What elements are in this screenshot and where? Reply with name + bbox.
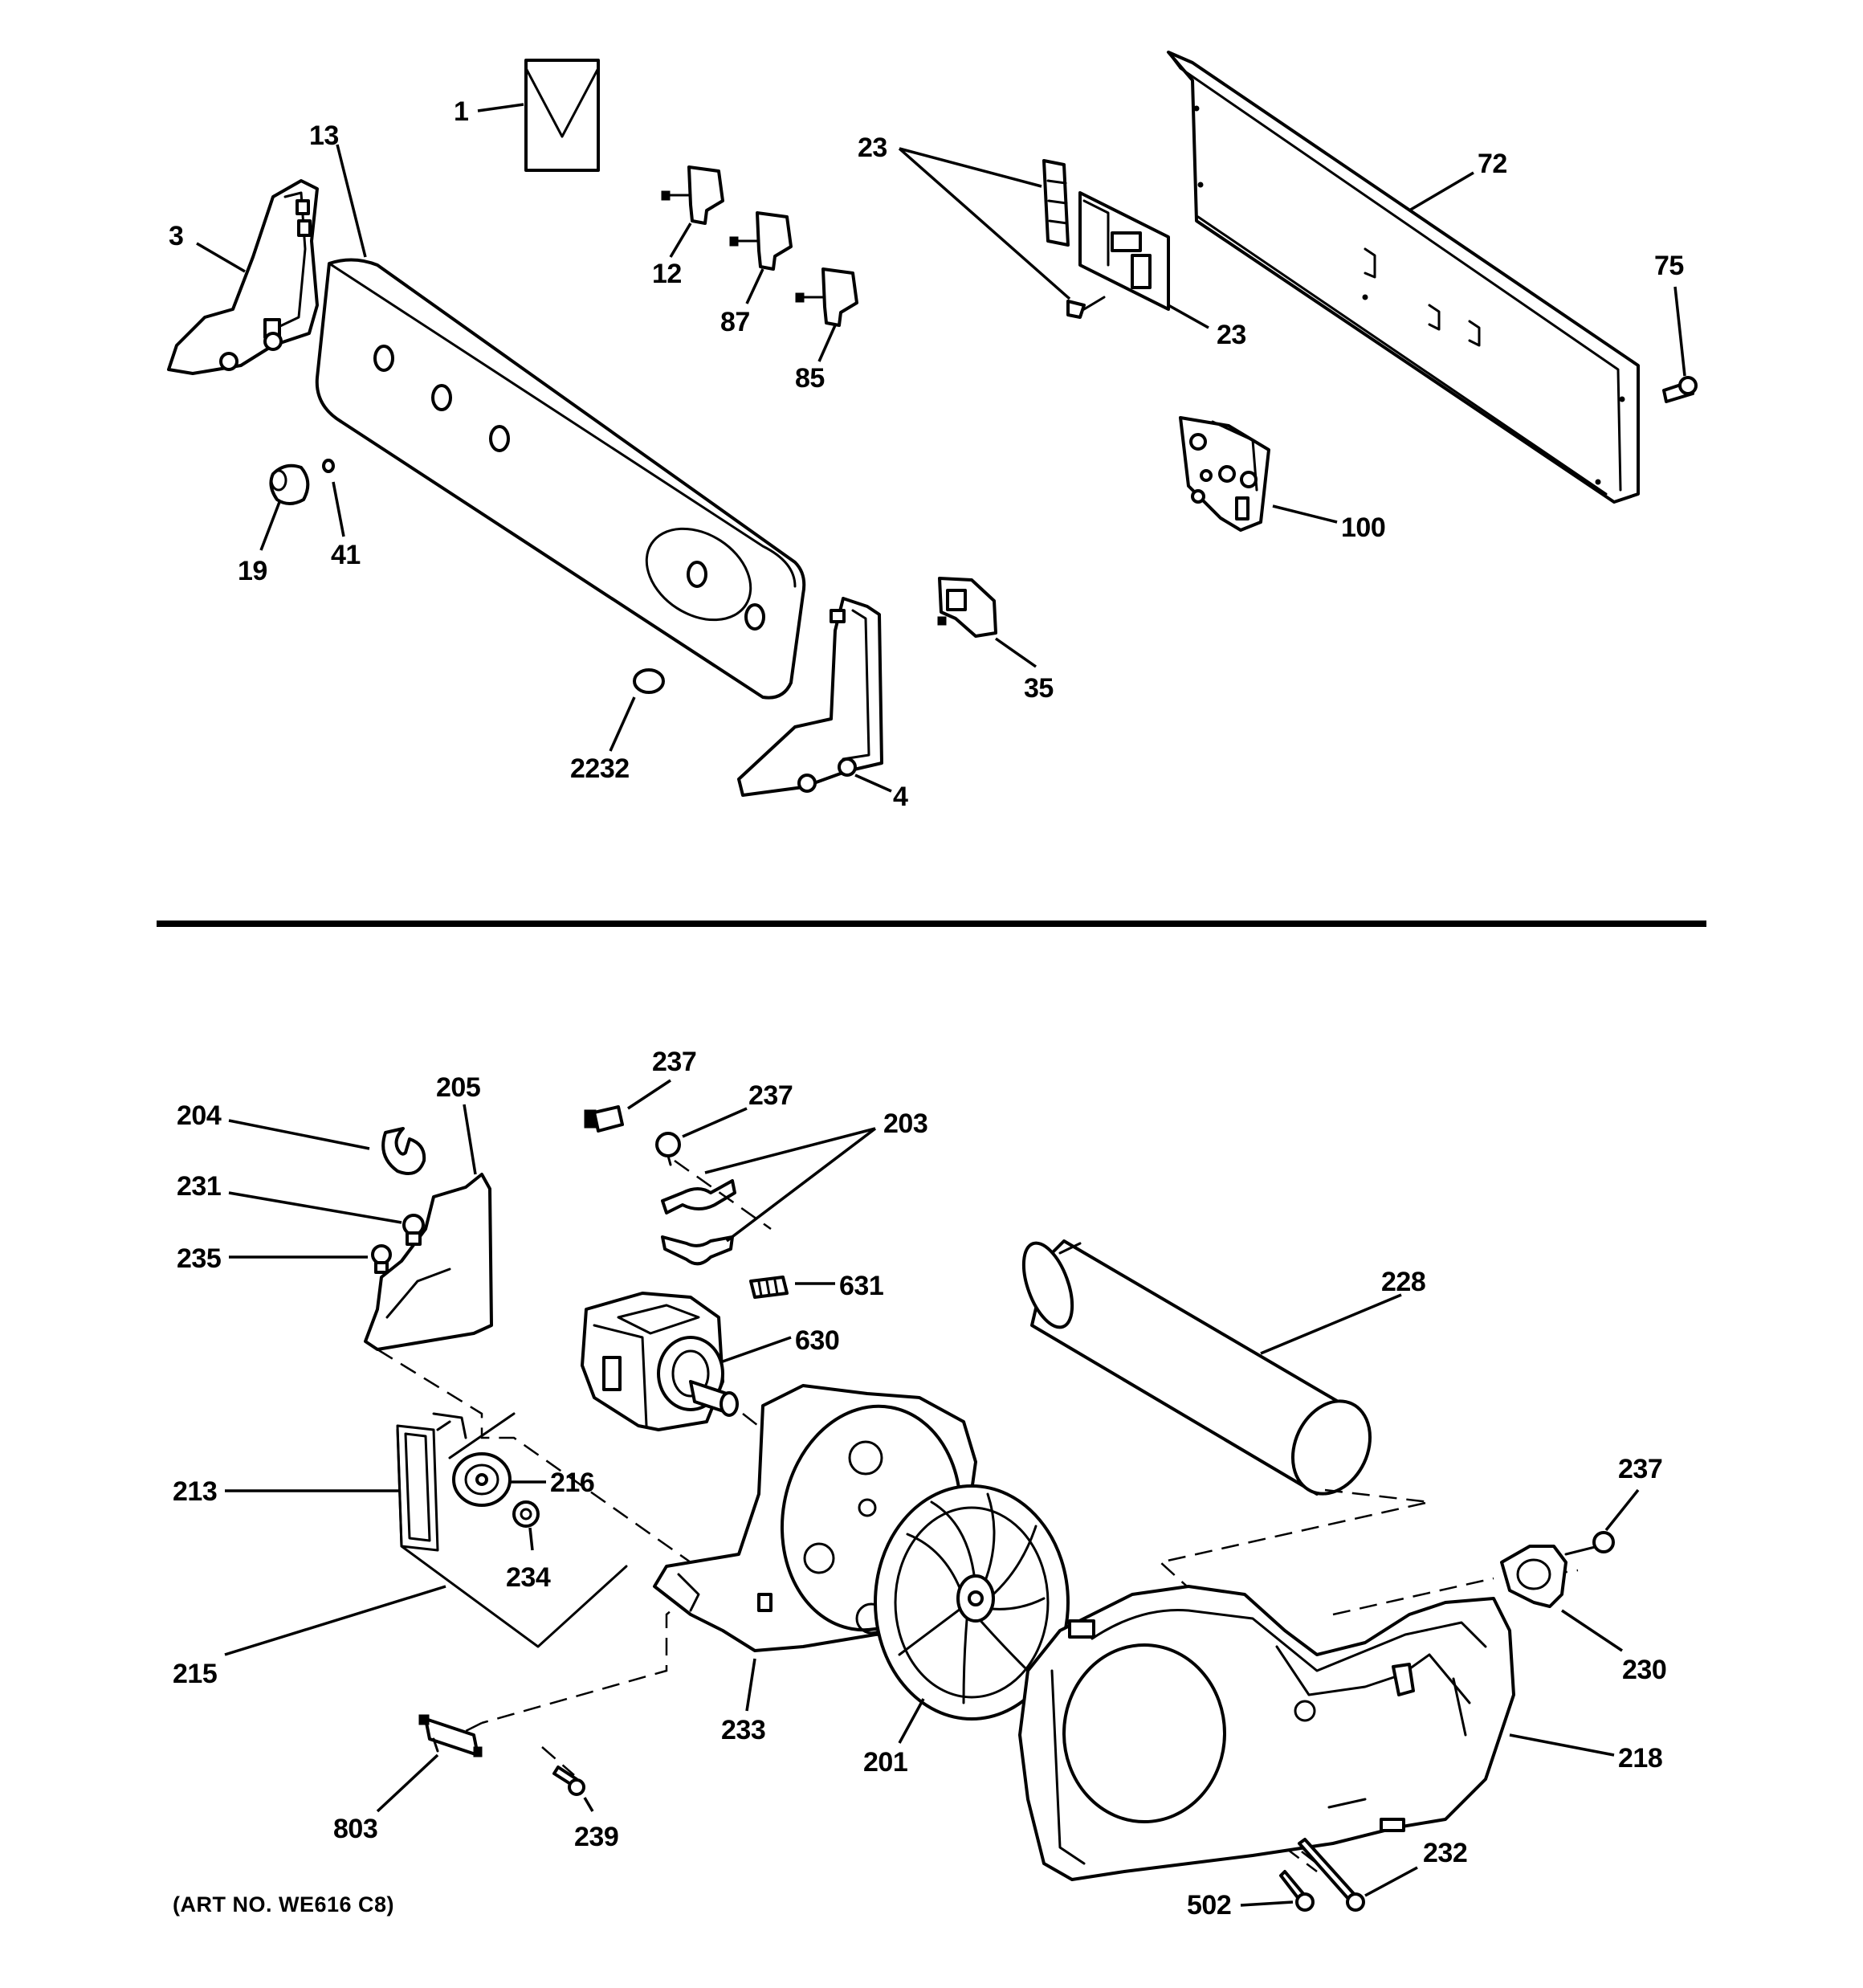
- part-clip-204[interactable]: [228, 1119, 426, 1175]
- art-number: (ART NO. WE616 C8): [173, 1892, 394, 1917]
- label-205: 205: [436, 1072, 480, 1103]
- part-nut-234[interactable]: [512, 1500, 540, 1551]
- label-19: 19: [238, 556, 267, 586]
- label-201: 201: [863, 1747, 907, 1778]
- label-235: 235: [177, 1243, 221, 1274]
- label-231: 231: [177, 1171, 221, 1202]
- part-switch-12[interactable]: [661, 165, 724, 258]
- label-87: 87: [720, 307, 750, 337]
- label-218: 218: [1618, 1743, 1662, 1774]
- part-screw-502[interactable]: [1240, 1870, 1315, 1912]
- label-23a: 23: [858, 133, 887, 163]
- label-216: 216: [550, 1468, 594, 1498]
- label-203: 203: [883, 1108, 927, 1139]
- part-screw-239[interactable]: [552, 1766, 594, 1812]
- label-230: 230: [1622, 1655, 1666, 1685]
- part-clamp-203[interactable]: [661, 1127, 877, 1266]
- label-502: 502: [1187, 1890, 1231, 1921]
- label-85: 85: [795, 363, 825, 394]
- label-803: 803: [333, 1814, 377, 1844]
- part-knob[interactable]: [259, 463, 310, 551]
- label-631: 631: [839, 1271, 883, 1301]
- part-plug-2232[interactable]: [609, 668, 665, 752]
- label-75: 75: [1654, 251, 1684, 281]
- part-screw-237-b[interactable]: [655, 1107, 748, 1166]
- part-connector-631[interactable]: [749, 1276, 835, 1299]
- part-drive-belt[interactable]: [225, 1420, 451, 1552]
- part-screw-237-c[interactable]: [1592, 1488, 1640, 1553]
- label-232: 232: [1423, 1838, 1467, 1868]
- label-630: 630: [795, 1325, 839, 1356]
- label-4: 4: [893, 782, 908, 812]
- label-35: 35: [1024, 673, 1054, 704]
- part-switch-85[interactable]: [795, 267, 858, 362]
- label-237b: 237: [748, 1080, 793, 1111]
- part-timer[interactable]: [1179, 416, 1338, 532]
- part-blower-housing-front[interactable]: [1018, 1585, 1615, 1881]
- part-end-bracket-left[interactable]: [167, 179, 319, 375]
- part-screw-237-a[interactable]: [584, 1079, 671, 1133]
- label-239: 239: [574, 1822, 618, 1852]
- part-backsplash[interactable]: [1167, 51, 1640, 504]
- part-switch-803[interactable]: [376, 1714, 483, 1813]
- part-switch-35[interactable]: [937, 577, 1037, 668]
- label-2232: 2232: [570, 753, 630, 784]
- label-233: 233: [721, 1715, 765, 1745]
- label-234: 234: [506, 1562, 551, 1593]
- label-1: 1: [454, 96, 468, 127]
- part-idler-pulley[interactable]: [432, 1412, 546, 1507]
- label-13: 13: [309, 120, 339, 151]
- part-blower-wheel[interactable]: [874, 1484, 1070, 1744]
- part-thermostat[interactable]: [1500, 1545, 1623, 1652]
- part-end-bracket-right[interactable]: [737, 597, 892, 797]
- label-228: 228: [1381, 1267, 1425, 1297]
- label-72: 72: [1478, 149, 1507, 179]
- part-switch-87[interactable]: [729, 211, 793, 304]
- part-idler-arm[interactable]: [224, 1428, 628, 1656]
- part-control-board[interactable]: [898, 147, 1209, 329]
- part-literature-envelope[interactable]: [477, 59, 600, 172]
- label-12: 12: [652, 259, 682, 289]
- part-exhaust-duct[interactable]: [1014, 1237, 1402, 1507]
- label-41: 41: [331, 540, 361, 570]
- part-motor[interactable]: [581, 1292, 792, 1431]
- label-3: 3: [169, 221, 183, 251]
- label-204: 204: [177, 1100, 222, 1131]
- label-213: 213: [173, 1476, 217, 1507]
- label-215: 215: [173, 1659, 217, 1689]
- part-screw-235[interactable]: [229, 1244, 392, 1274]
- label-100: 100: [1341, 512, 1385, 543]
- part-control-panel[interactable]: [315, 144, 806, 700]
- label-237a: 237: [652, 1047, 696, 1077]
- part-screw-75[interactable]: [1662, 286, 1698, 403]
- label-237c: 237: [1618, 1454, 1662, 1484]
- part-clip-41[interactable]: [322, 459, 345, 537]
- part-screw-231[interactable]: [228, 1191, 425, 1246]
- part-screw-232[interactable]: [1298, 1838, 1418, 1912]
- label-23b: 23: [1217, 320, 1246, 350]
